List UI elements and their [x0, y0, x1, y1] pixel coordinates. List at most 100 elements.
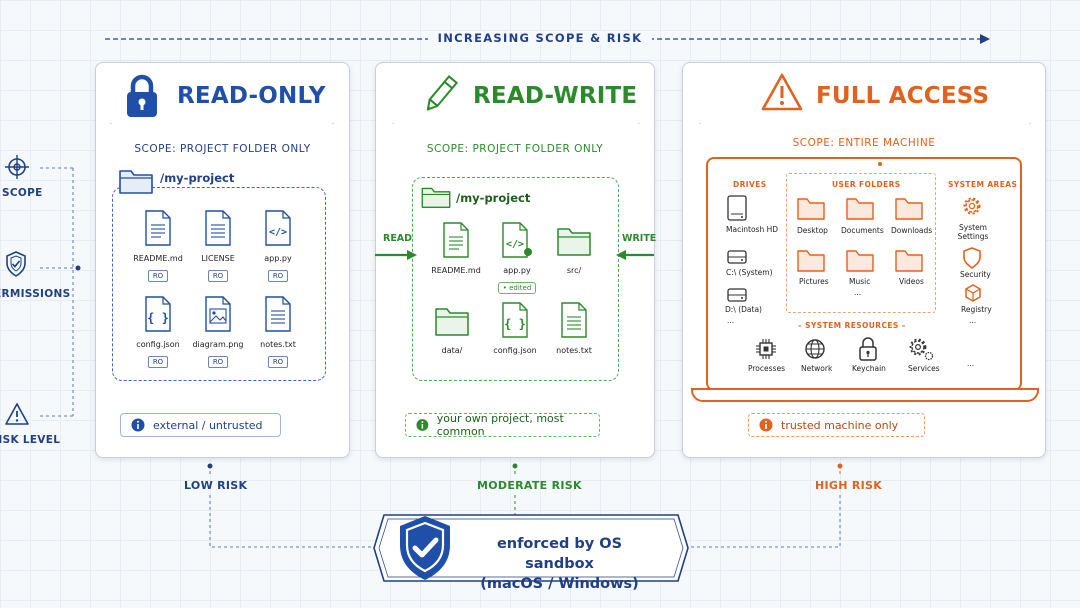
file-name: src/ [566, 266, 582, 275]
file-name: LICENSE [201, 254, 235, 263]
drives-title: DRIVES [733, 180, 767, 189]
sidebar-label-scope: SCOPE [2, 187, 43, 199]
shield-check-icon [400, 516, 450, 580]
file-item[interactable]: notes.txt [544, 301, 604, 355]
pencil-icon [426, 75, 459, 111]
file-text-icon [145, 210, 171, 246]
sidebar-connector [40, 167, 81, 417]
full-access-panel: FULL ACCESS SCOPE: ENTIRE MACHINE DRIVES… [682, 62, 1046, 458]
warning-icon [5, 403, 29, 425]
file-name: diagram.png [192, 340, 244, 349]
svg-text:{ }: { } [147, 311, 169, 325]
file-item[interactable]: README.md RO [128, 209, 188, 282]
folder-icon [557, 228, 591, 256]
user-folder-label: Downloads [891, 226, 933, 235]
write-arrow [616, 250, 654, 260]
info-icon [416, 419, 429, 431]
read-write-badge: your own project, most common [405, 412, 600, 438]
badge-text: trusted machine only [781, 418, 899, 432]
file-text-icon [265, 296, 291, 332]
drive-label: Macintosh HD [726, 225, 779, 234]
read-only-badge: external / untrusted [120, 413, 281, 437]
folder-icon [797, 250, 825, 272]
low-risk-label: LOW RISK [184, 479, 248, 492]
folder-icon [895, 198, 923, 220]
folder-icon [435, 308, 469, 336]
system-resources-title: – SYSTEM RESOURCES – [798, 321, 906, 330]
user-folders-title: USER FOLDERS [832, 180, 901, 189]
read-write-folder-name: /my-project [456, 191, 531, 205]
drive-label: D:\ (Data) [725, 305, 762, 314]
user-folder-label: Desktop [797, 226, 828, 235]
file-name: notes.txt [260, 340, 296, 349]
user-folder-more: ... [854, 288, 862, 297]
laptop-base [691, 388, 1039, 402]
svg-text:</>: </> [269, 227, 287, 238]
folder-icon [119, 170, 153, 194]
resource-label: Services [908, 364, 940, 373]
read-only-folder-name: /my-project [160, 171, 235, 185]
file-item[interactable]: LICENSE RO [188, 209, 248, 282]
badge-text: external / untrusted [153, 418, 263, 432]
read-only-scope: SCOPE: PROJECT FOLDER ONLY [134, 143, 311, 155]
system-area-label: Security [960, 270, 991, 279]
file-text-icon [443, 222, 469, 258]
file-item[interactable]: diagram.png RO [188, 295, 248, 368]
shield-icon [963, 247, 981, 269]
read-label: READ [383, 233, 413, 244]
file-name: app.py [264, 254, 292, 263]
folder-icon [846, 198, 874, 220]
system-areas-title: SYSTEM AREAS [948, 180, 1018, 189]
file-item[interactable]: { } config.json [485, 301, 545, 355]
drive-more: ... [727, 316, 735, 325]
file-name: config.json [136, 340, 180, 349]
read-only-tag: RO [207, 356, 229, 368]
folder-icon [421, 187, 451, 208]
file-image-icon [205, 296, 231, 332]
keychain-icon [859, 337, 877, 361]
read-only-title: READ-ONLY [177, 83, 326, 109]
read-only-folder-box [112, 187, 326, 381]
read-only-panel: READ-ONLY SCOPE: PROJECT FOLDER ONLY /my… [95, 62, 350, 458]
drive-icon [727, 195, 747, 221]
title-divider [391, 123, 641, 124]
user-folder-label: Videos [899, 277, 924, 286]
file-name: data/ [441, 346, 463, 355]
file-item[interactable]: </> app.py • edited [487, 221, 547, 294]
read-only-tag: RO [207, 270, 229, 282]
system-area-label: Registry [961, 305, 992, 314]
laptop-camera [878, 162, 882, 166]
read-only-tag: RO [147, 270, 169, 282]
read-only-tag: RO [267, 270, 289, 282]
full-access-badge: trusted machine only [748, 413, 925, 437]
file-item[interactable]: README.md [426, 221, 486, 275]
user-folder-label: Documents [841, 226, 884, 235]
file-text-icon [205, 210, 231, 246]
sandbox-line-2: (macOS / Windows) [480, 576, 639, 592]
gear-icon [963, 197, 981, 215]
resource-more: ... [967, 359, 975, 368]
lock-icon [127, 74, 157, 117]
system-resources-label: SYSTEM RESOURCES [805, 321, 899, 330]
file-text-icon [561, 302, 587, 338]
file-code-icon: </> [502, 222, 532, 258]
folder-icon [895, 250, 923, 272]
file-item[interactable]: data/ [422, 301, 482, 355]
file-item[interactable]: { } config.json RO [128, 295, 188, 368]
read-write-title: READ-WRITE [473, 83, 638, 109]
cpu-icon [756, 339, 776, 359]
sidebar-label-risk: RISK LEVEL [0, 434, 61, 446]
file-item[interactable]: </> app.py RO [248, 209, 308, 282]
shield-check-icon [6, 251, 26, 277]
read-write-panel: READ-WRITE SCOPE: PROJECT FOLDER ONLY /m… [375, 62, 655, 458]
read-write-folder-box [412, 177, 619, 381]
folder-icon [797, 198, 825, 220]
drive-icon [727, 250, 747, 264]
read-only-tag: RO [267, 356, 289, 368]
title-divider [698, 123, 1032, 124]
globe-icon [805, 339, 825, 359]
file-json-icon: { } [502, 302, 528, 338]
full-access-title: FULL ACCESS [816, 83, 990, 109]
file-item[interactable]: src/ [544, 221, 604, 275]
file-item[interactable]: notes.txt RO [248, 295, 308, 368]
